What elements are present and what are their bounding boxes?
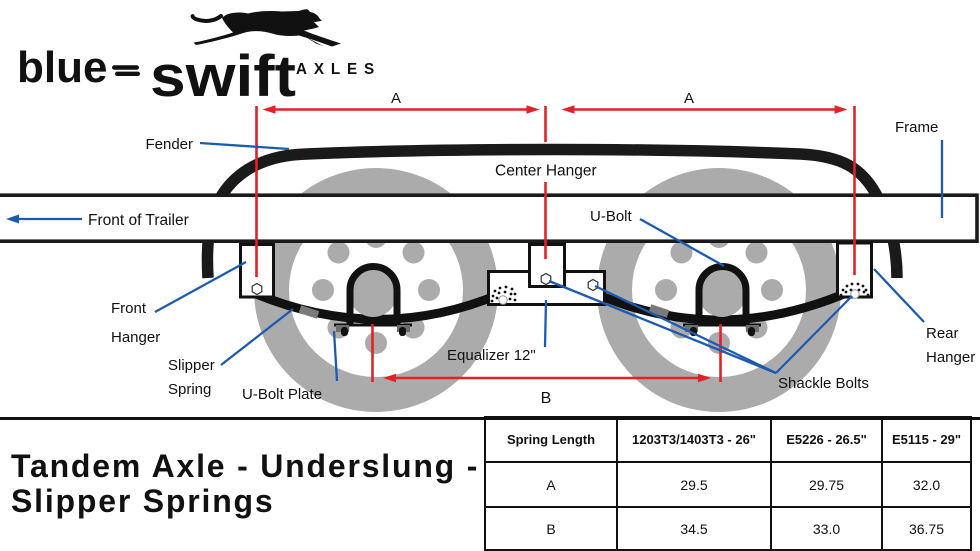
svg-text:B: B bbox=[541, 390, 552, 407]
svg-text:AXLES: AXLES bbox=[296, 61, 381, 78]
svg-text:Shackle Bolts: Shackle Bolts bbox=[778, 375, 869, 392]
svg-text:Slipper: Slipper bbox=[168, 357, 215, 374]
svg-text:Rear: Rear bbox=[926, 325, 959, 342]
svg-text:Spring: Spring bbox=[168, 381, 211, 398]
svg-text:Front: Front bbox=[111, 300, 147, 317]
svg-text:Hanger: Hanger bbox=[926, 349, 975, 366]
svg-text:Front of Trailer: Front of Trailer bbox=[88, 212, 189, 229]
svg-text:blue: blue bbox=[17, 43, 107, 92]
svg-text:A: A bbox=[391, 90, 401, 107]
svg-text:U-Bolt: U-Bolt bbox=[590, 208, 633, 225]
svg-text:A: A bbox=[684, 90, 694, 107]
svg-text:Fender: Fender bbox=[145, 136, 193, 153]
svg-text:Hanger: Hanger bbox=[111, 329, 160, 346]
svg-text:U-Bolt Plate: U-Bolt Plate bbox=[242, 386, 322, 403]
svg-text:Equalizer 12": Equalizer 12" bbox=[447, 347, 536, 364]
svg-text:Frame: Frame bbox=[895, 119, 938, 136]
svg-text:swift: swift bbox=[150, 44, 296, 109]
svg-text:Center Hanger: Center Hanger bbox=[495, 163, 597, 180]
